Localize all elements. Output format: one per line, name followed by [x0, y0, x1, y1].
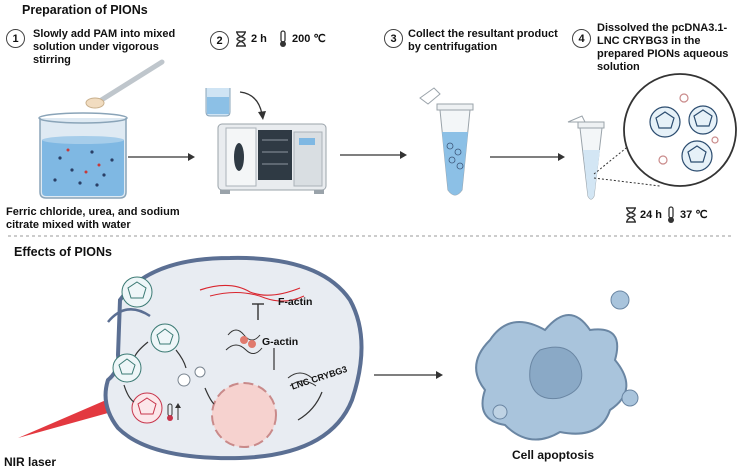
f-actin-label: F-actin: [278, 296, 313, 308]
hourglass-icon: [235, 31, 247, 47]
step-2-temp: 200 ℃: [292, 33, 326, 45]
lnc-crybg3-label: LNC CRYBG3: [290, 364, 349, 392]
nucleus: [211, 382, 277, 448]
step-1-text: Slowly add PAM into mixed solution under…: [33, 28, 176, 66]
zoom-circle: [623, 73, 737, 187]
laser-beam: [18, 394, 126, 438]
spatula-icon: [85, 59, 165, 109]
step-2-number: 2: [210, 31, 229, 50]
pion-particles: [649, 105, 718, 172]
ferric-note: Ferric chloride, urea, and sodium citrat…: [6, 206, 180, 231]
g-actin-cluster: [225, 329, 263, 354]
apoptosis-label: Cell apoptosis: [512, 448, 595, 462]
thermometer-icon-2: [666, 206, 676, 224]
step-3-number: 3: [384, 29, 403, 48]
step-4-number: 4: [572, 29, 591, 48]
nir-laser-label: NIR laser: [4, 455, 57, 469]
step-4-text: Dissolved the pcDNA3.1-LNC CRYBG3 in the…: [597, 22, 729, 73]
microtube-icon: [567, 115, 605, 200]
hourglass-icon-2: [625, 207, 637, 223]
small-beaker-icon: [205, 88, 231, 117]
preparation-illustration: [8, 59, 737, 237]
apoptotic-cell: [475, 290, 639, 441]
centrifuge-tube-icon: [419, 87, 474, 196]
incubate-time: 24 h: [640, 209, 663, 221]
cell-body: [103, 255, 364, 461]
oven-icon: [217, 123, 327, 194]
thermometer-icon: [278, 30, 288, 48]
incubate-temp: 37 ℃: [680, 209, 708, 221]
prep-title: Preparation of PIONs: [22, 3, 148, 17]
step-1-number: 1: [6, 29, 25, 48]
step-2-time: 2 h: [251, 33, 267, 45]
step-3-text: Collect the resultant product by centrif…: [408, 28, 558, 53]
g-actin-label: G-actin: [262, 336, 299, 348]
effects-title: Effects of PIONs: [14, 245, 112, 259]
beaker-icon: [38, 112, 128, 199]
